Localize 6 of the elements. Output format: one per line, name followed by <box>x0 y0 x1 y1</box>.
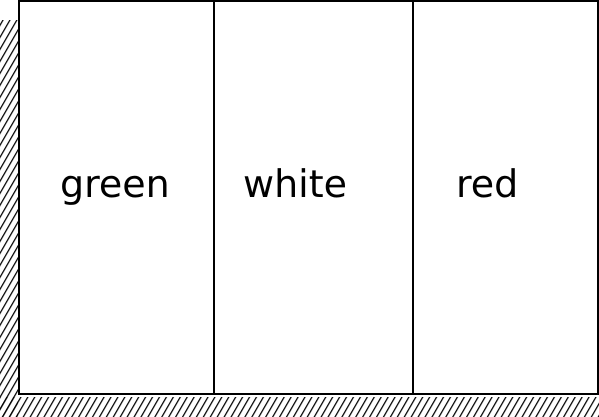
stripe-label: green <box>60 162 170 206</box>
flag-stripe <box>18 0 215 395</box>
flag-stripe <box>412 0 599 395</box>
stripe-label: white <box>243 162 347 206</box>
flag-stripe <box>213 0 414 395</box>
stripe-label: red <box>456 162 518 206</box>
